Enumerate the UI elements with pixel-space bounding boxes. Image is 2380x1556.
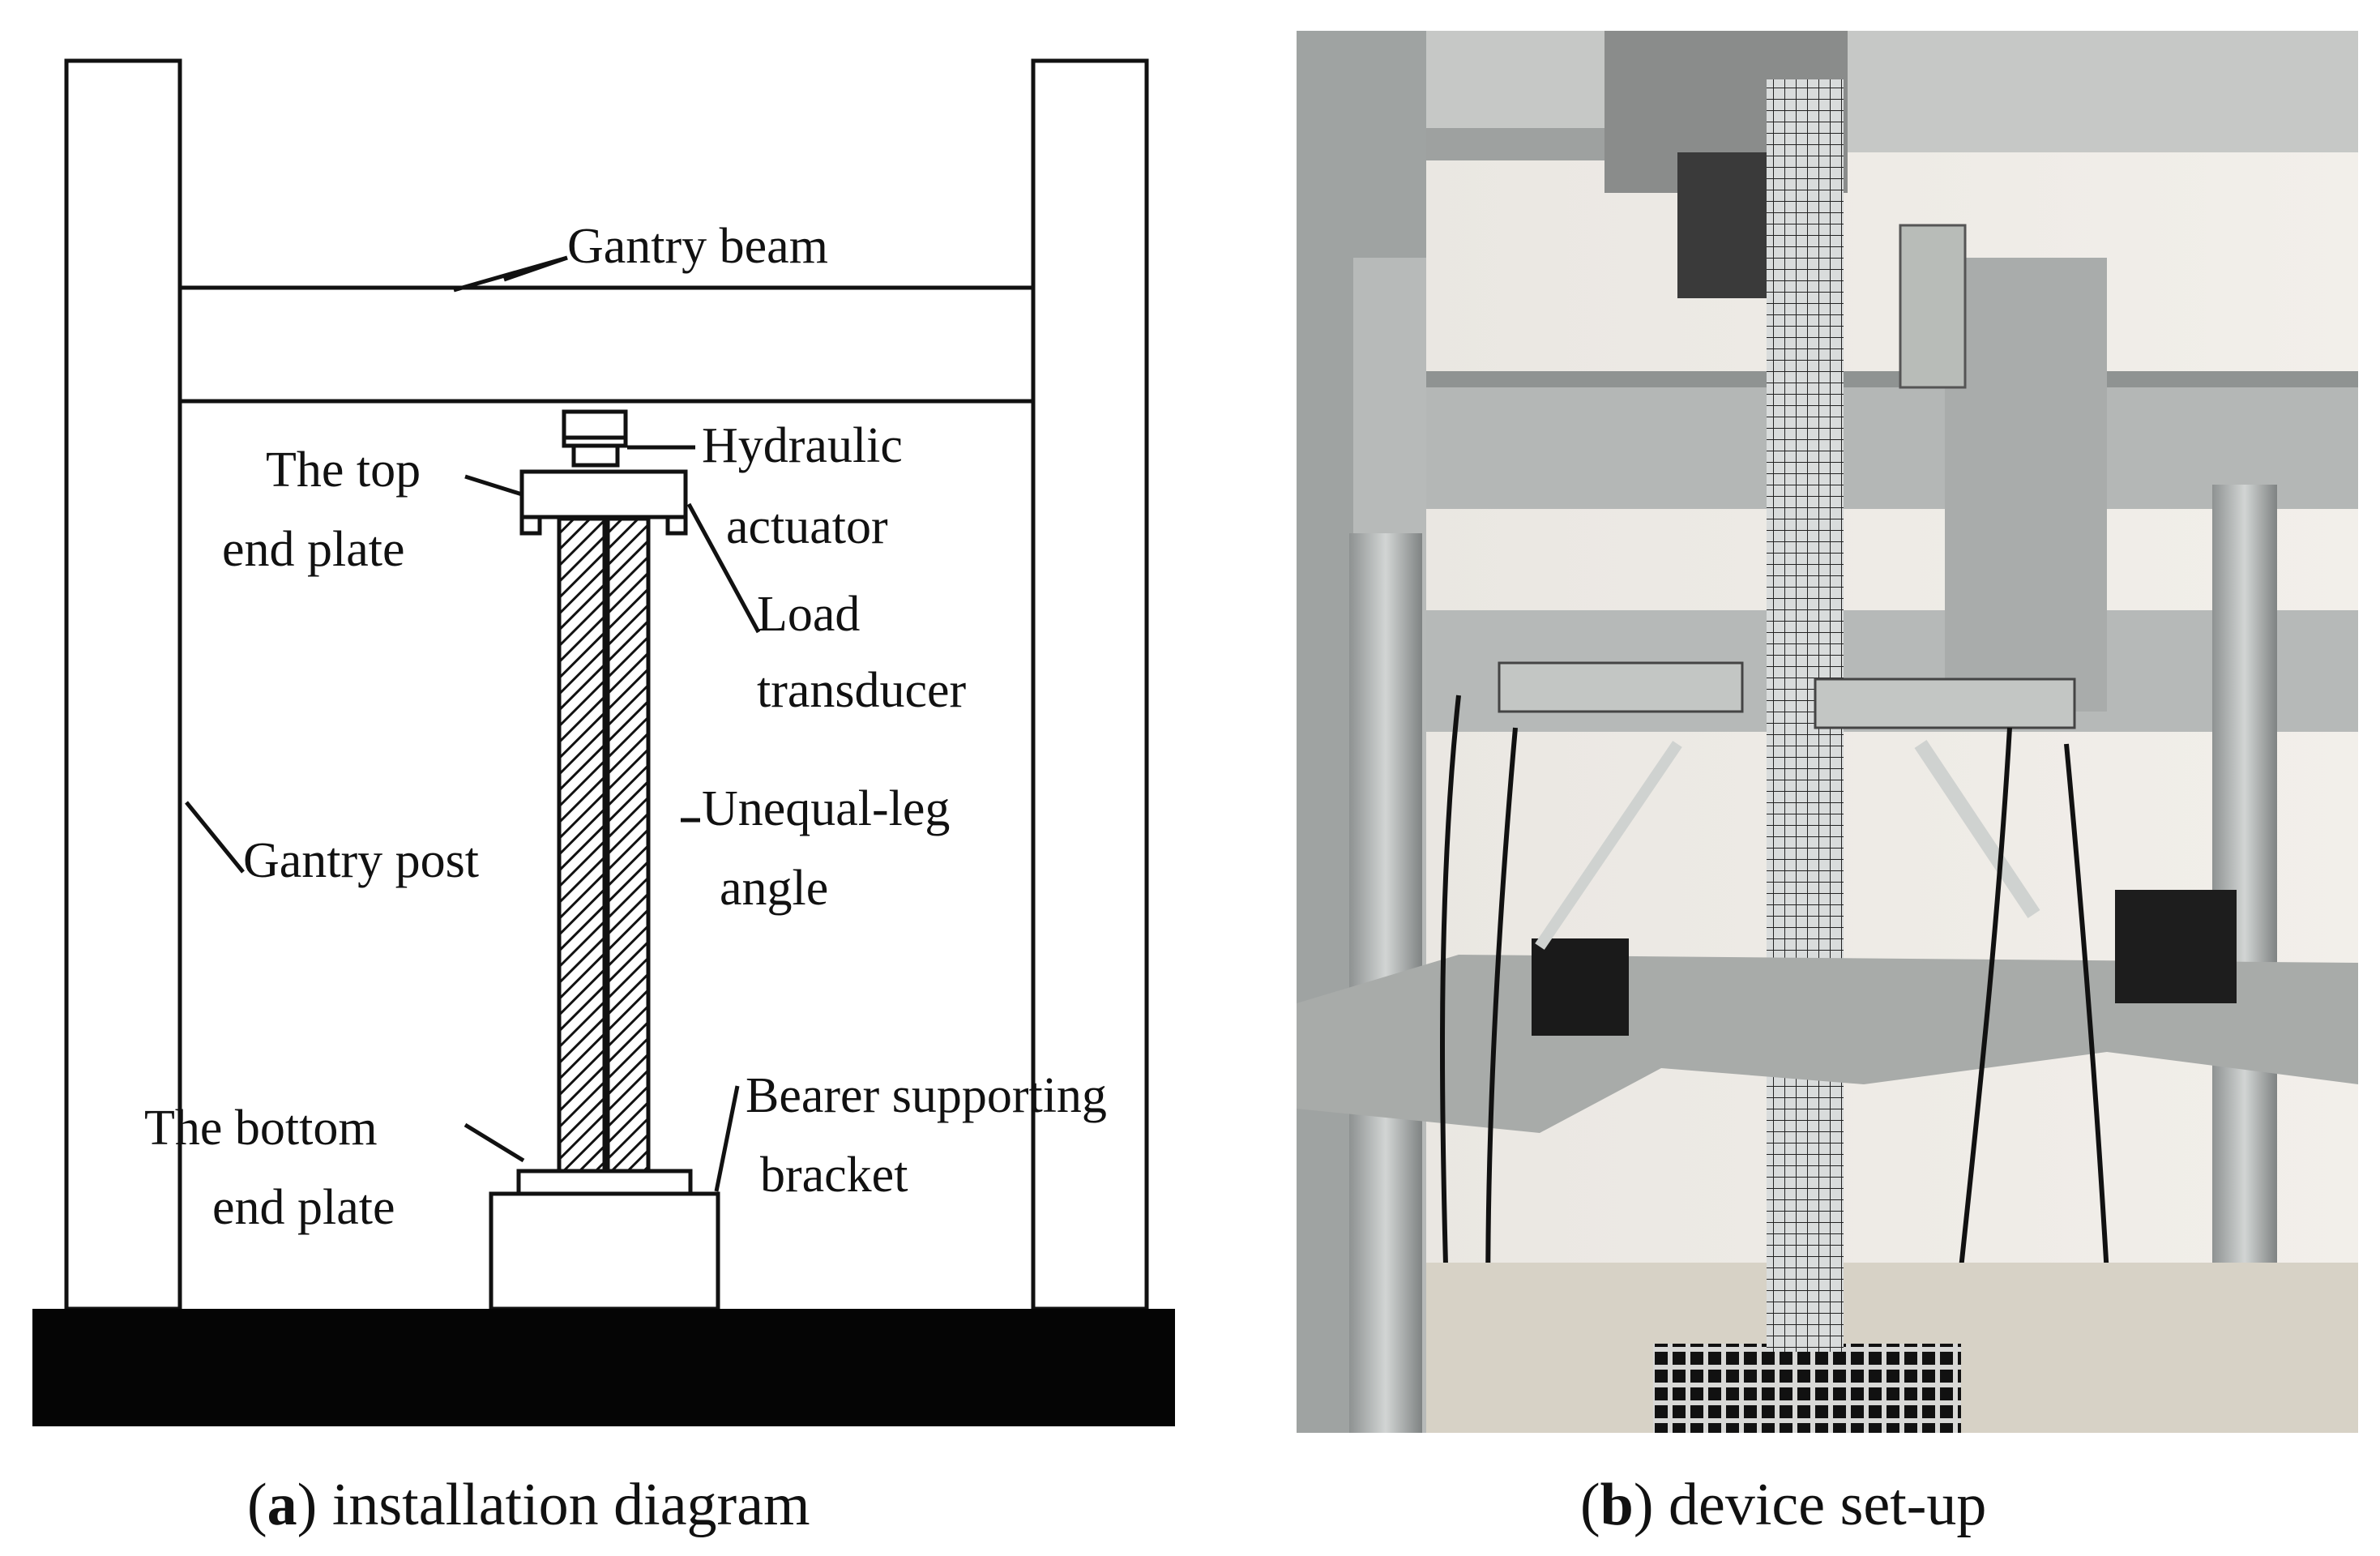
label-bottom-end-plate-1: The bottom xyxy=(144,1101,378,1156)
label-load-transducer-1: Load xyxy=(757,587,861,642)
label-bearer-bracket-1: Bearer supporting xyxy=(746,1068,1107,1123)
caption-b: (b) device set-up xyxy=(1580,1472,1987,1538)
device-setup-photo-panel xyxy=(1297,31,2358,1433)
label-gantry-post: Gantry post xyxy=(243,833,480,888)
label-unequal-leg-angle-1: Unequal-leg xyxy=(702,781,951,836)
installation-diagram-drawing xyxy=(32,58,1175,1426)
gantry-beam xyxy=(177,285,1036,404)
caption-a-letter: a xyxy=(267,1472,297,1538)
label-gantry-beam: Gantry beam xyxy=(567,219,828,274)
label-load-transducer-2: transducer xyxy=(757,663,967,718)
caption-a: (a) installation diagram xyxy=(247,1472,810,1538)
base-slab xyxy=(32,1309,1175,1426)
top-end-plate xyxy=(519,469,688,519)
label-top-end-plate-2: end plate xyxy=(222,522,405,577)
caption-a-text: installation diagram xyxy=(317,1472,810,1538)
label-hydraulic-actuator-1: Hydraulic xyxy=(702,418,903,473)
caption-b-letter: b xyxy=(1600,1472,1634,1538)
installation-diagram-panel: Gantry beam Hydraulic actuator The top e… xyxy=(32,58,1175,1538)
caption-b-text: device set-up xyxy=(1653,1472,1987,1538)
label-unequal-leg-angle-2: angle xyxy=(720,861,829,916)
device-setup-photo xyxy=(1297,31,2358,1433)
unequal-leg-angle xyxy=(557,516,651,1173)
label-hydraulic-actuator-2: actuator xyxy=(726,499,888,554)
hydraulic-actuator-mid xyxy=(562,435,628,448)
bottom-end-plate xyxy=(516,1169,693,1196)
label-bearer-bracket-2: bracket xyxy=(760,1148,908,1203)
label-bottom-end-plate-2: end plate xyxy=(212,1180,395,1235)
label-top-end-plate-1: The top xyxy=(266,442,421,498)
hydraulic-actuator-top xyxy=(562,409,628,442)
bearer-supporting-bracket xyxy=(489,1191,720,1311)
